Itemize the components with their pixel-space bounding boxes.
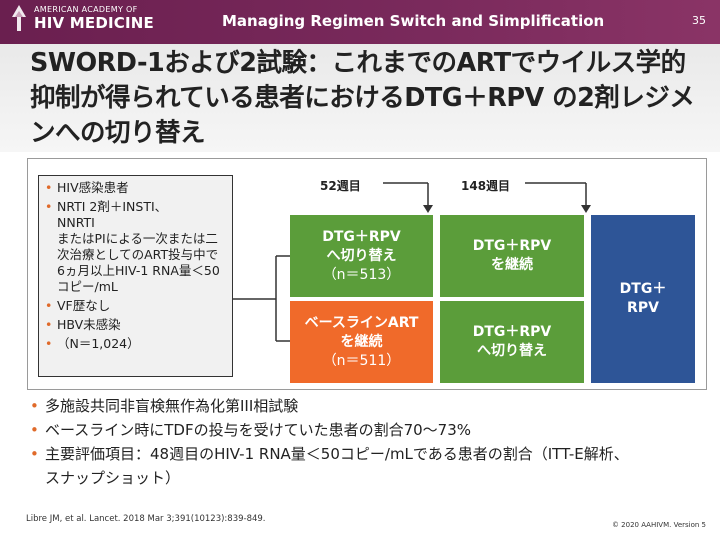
logo-mark-icon [8, 3, 30, 33]
inclusion-criteria-box: HIV感染患者 NRTI 2剤＋INSTI、 NNRTI またはPIによる一次ま… [38, 175, 233, 377]
criteria-item: VF歴なし [45, 298, 226, 314]
arm1-line2: へ切り替え [326, 247, 397, 264]
arm2-line2: を継続 [340, 333, 383, 350]
arm2-line1: ベースラインART [304, 314, 419, 331]
final-line2: RPV [627, 300, 659, 316]
logo-bottom-text: HIV MEDICINE [34, 13, 154, 32]
study-design-panel: HIV感染患者 NRTI 2剤＋INSTI、 NNRTI またはPIによる一次ま… [27, 158, 707, 390]
connector-lines [233, 182, 591, 342]
arm2-switch-line2: へ切り替え [477, 343, 547, 359]
week-52-label: 52週目 [320, 179, 361, 193]
final-dtg-rpv-box: DTG＋ RPV [591, 215, 695, 383]
week-148-label: 148週目 [461, 179, 511, 193]
arm1-line1: DTG＋RPV [322, 228, 401, 245]
arm1-continue-line1: DTG＋RPV [472, 238, 552, 254]
header-title: Managing Regimen Switch and Simplificati… [222, 12, 605, 30]
final-line1: DTG＋ [619, 281, 667, 297]
note-item: ベースライン時にTDFの投与を受けていた患者の割合70～73% [27, 418, 707, 442]
arm2-switch-box: DTG＋RPV へ切り替え [440, 301, 584, 383]
title-area: SWORD-1および2試験：これまでのARTでウイルス学的抑制が得られている患者… [0, 44, 720, 152]
arm1-switch-box: DTG＋RPV へ切り替え （n＝513） [290, 215, 433, 297]
criteria-item: HIV感染患者 [45, 180, 226, 196]
arm2-baseline-box: ベースラインART を継続 （n＝511） [290, 301, 433, 383]
header-bar: AMERICAN ACADEMY OF HIV MEDICINE Managin… [0, 0, 720, 44]
note-item: 主要評価項目：48週目のHIV-1 RNA量＜50コピー/mLである患者の割合（… [27, 442, 707, 490]
aahivm-logo: AMERICAN ACADEMY OF HIV MEDICINE [8, 3, 154, 33]
slide-title: SWORD-1および2試験：これまでのARTでウイルス学的抑制が得られている患者… [30, 48, 695, 148]
citation: Libre JM, et al. Lancet. 2018 Mar 3;391(… [26, 514, 266, 524]
study-notes-list: 多施設共同非盲検無作為化第III相試験 ベースライン時にTDFの投与を受けていた… [27, 394, 707, 490]
criteria-item: HBV未感染 [45, 317, 226, 333]
note-item: 多施設共同非盲検無作為化第III相試験 [27, 394, 707, 418]
criteria-item: NRTI 2剤＋INSTI、 NNRTI またはPIによる一次または二次治療とし… [45, 199, 226, 295]
arm1-n: （n＝513） [322, 266, 401, 283]
arm1-continue-box: DTG＋RPV を継続 [440, 215, 584, 297]
copyright: © 2020 AAHIVM. Version 5 [611, 521, 706, 529]
arm2-switch-line1: DTG＋RPV [472, 324, 552, 340]
criteria-item: （N＝1,024） [45, 336, 226, 352]
page-number: 35 [692, 14, 706, 27]
arm2-n: （n＝511） [322, 352, 401, 369]
logo-top-text: AMERICAN ACADEMY OF [34, 4, 138, 14]
arm1-continue-line2: を継続 [491, 257, 533, 273]
